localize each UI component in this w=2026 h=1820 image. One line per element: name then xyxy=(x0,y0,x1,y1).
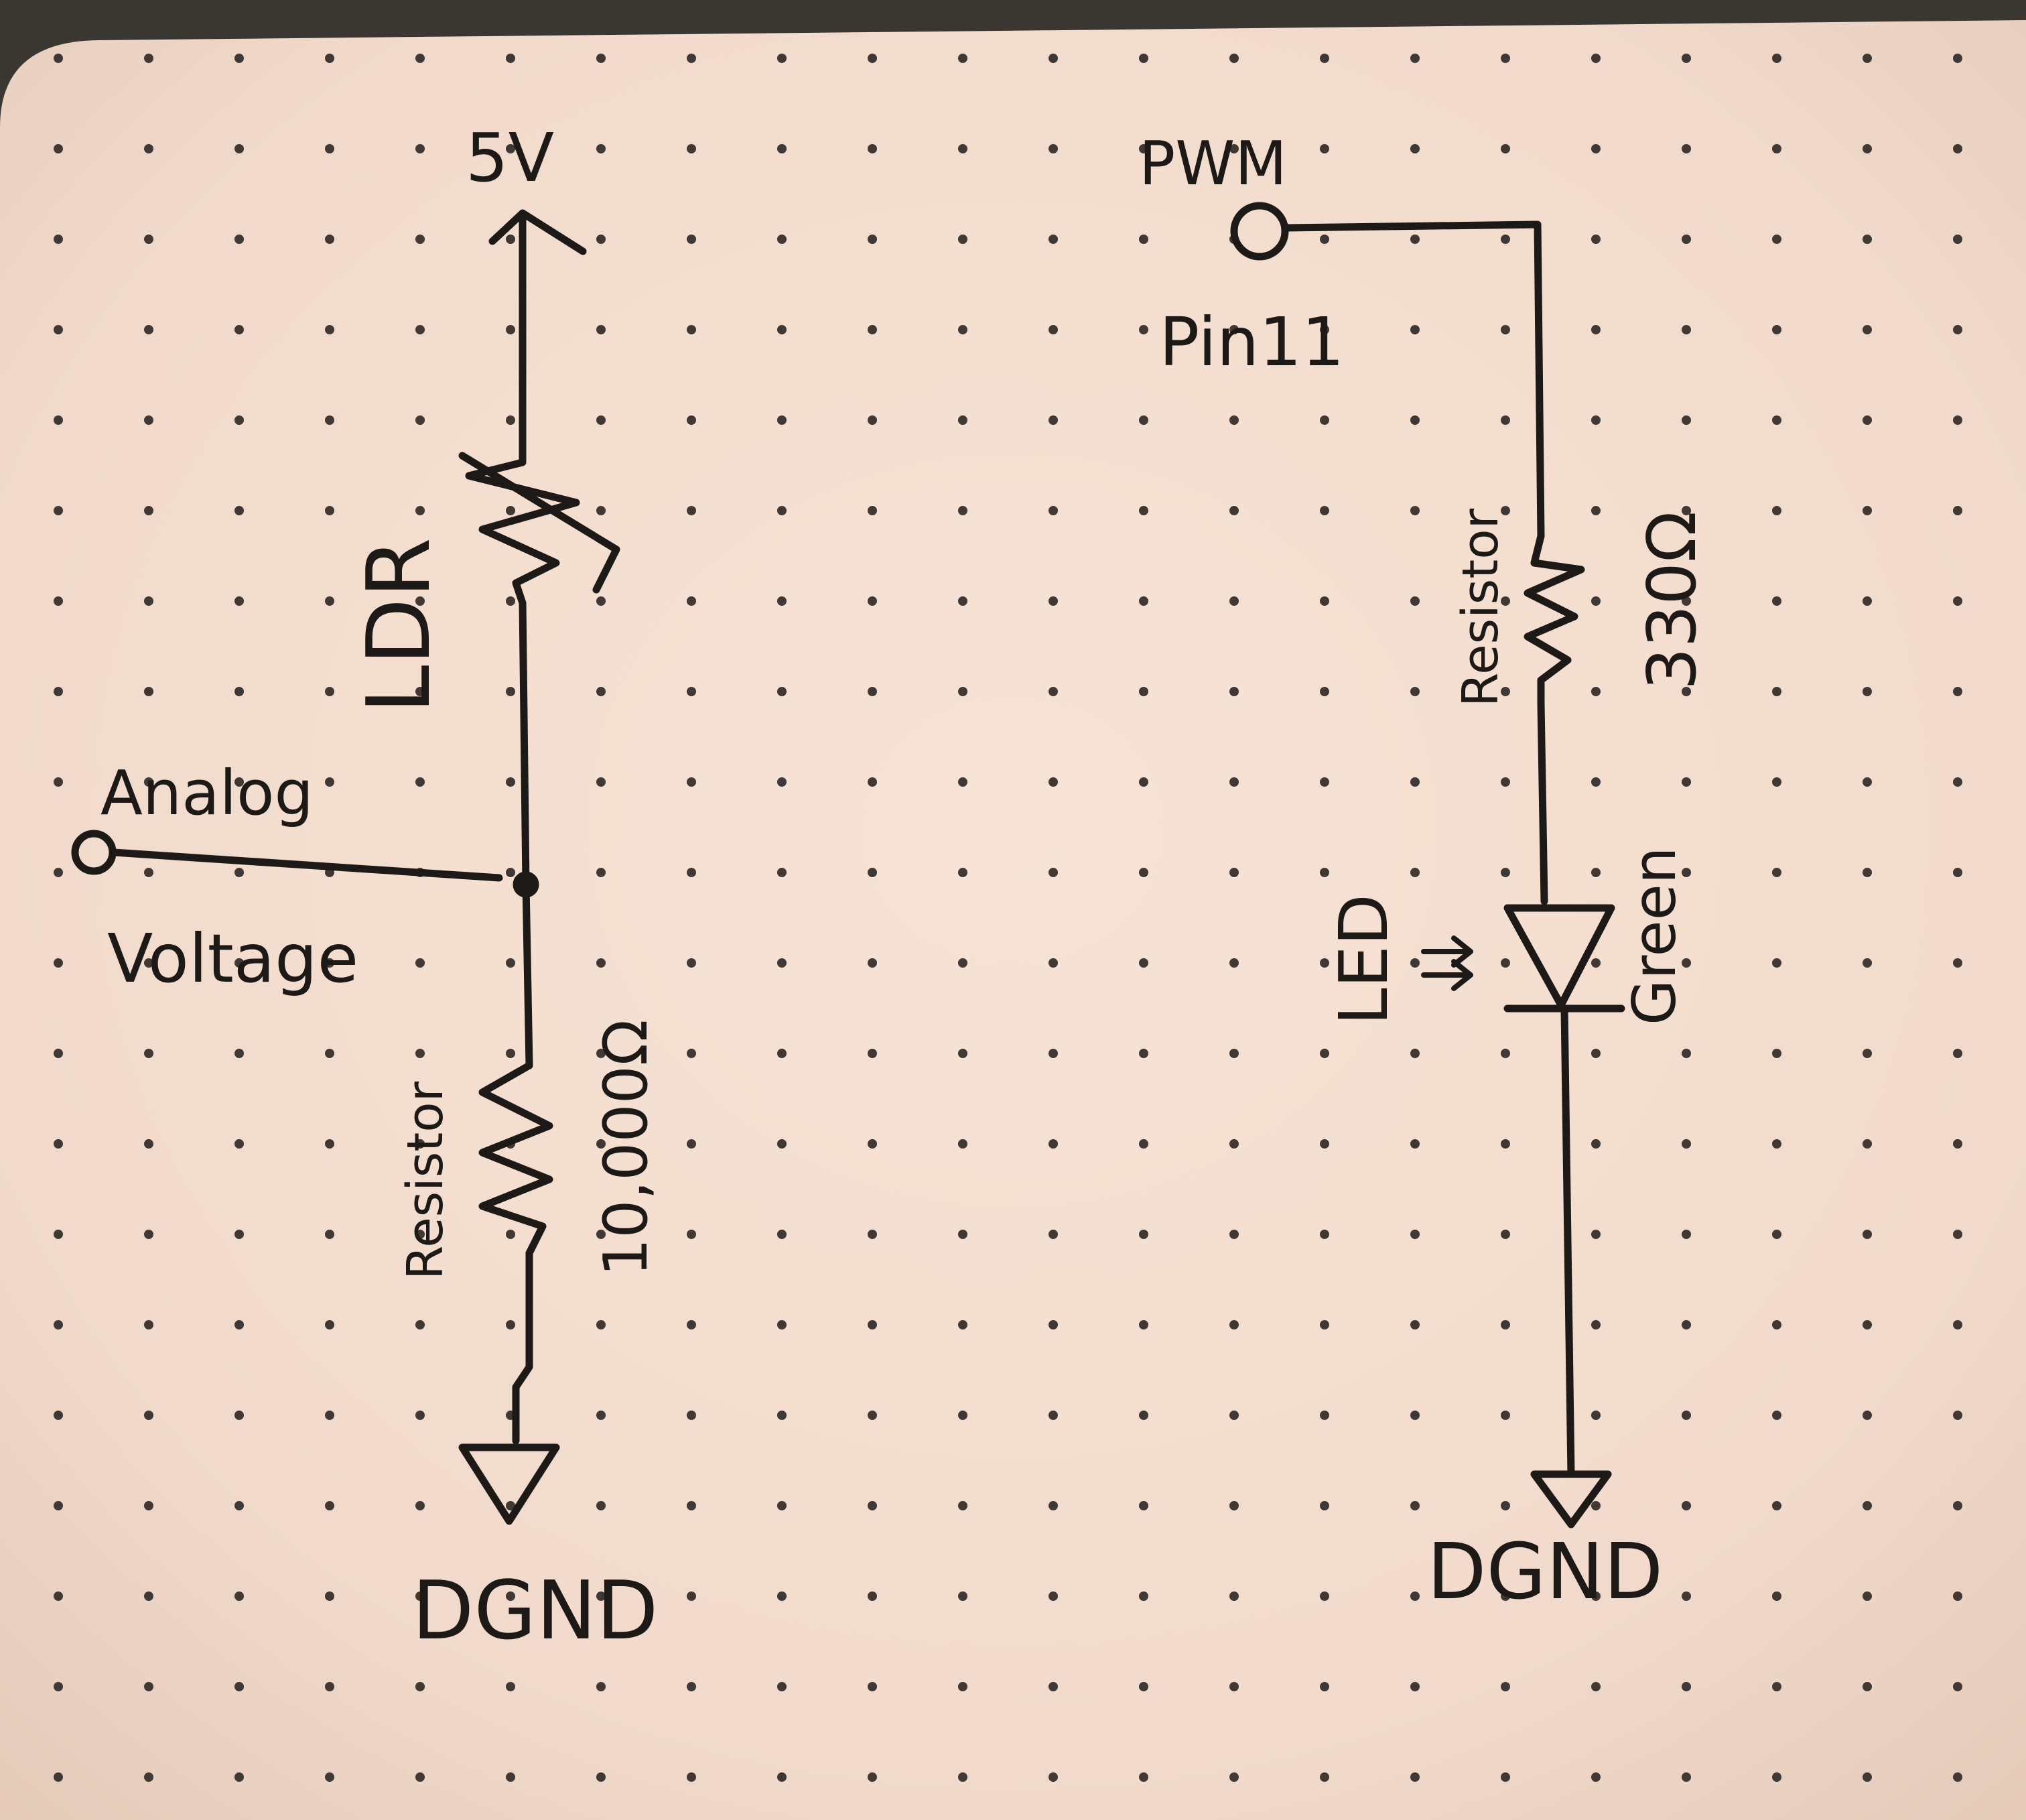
right-circuit xyxy=(1230,202,1625,1529)
ldr-label: LDR xyxy=(348,537,450,714)
right-wire-to-ground xyxy=(1560,1004,1575,1478)
left-resistor-label: Resistor xyxy=(397,1081,454,1280)
pwm-label: PWM xyxy=(1139,129,1287,199)
led-light-arrows-icon xyxy=(1421,935,1473,991)
right-resistor-icon xyxy=(1524,532,1585,708)
left-wire-to-resistor xyxy=(522,881,533,1069)
left-resistor-icon xyxy=(478,1061,553,1257)
voltage-label: Voltage xyxy=(107,919,358,998)
led-color-label: Green xyxy=(1620,847,1689,1026)
supply-arrow-icon xyxy=(488,209,587,339)
ldr-symbol-icon xyxy=(465,331,580,607)
right-resistor-value: 330Ω xyxy=(1633,511,1711,690)
left-resistor-value: 10,000Ω xyxy=(591,1019,661,1277)
junction-node-icon xyxy=(513,871,539,898)
right-resistor-label: Resistor xyxy=(1452,508,1509,707)
led-diode-icon xyxy=(1503,904,1615,1009)
right-ground-label: DGND xyxy=(1427,1527,1663,1617)
right-wire-to-led xyxy=(1537,700,1548,905)
ldr-light-arrow-icon xyxy=(458,452,620,594)
left-ground-icon xyxy=(458,1443,560,1525)
left-circuit xyxy=(71,209,620,1525)
analog-wire xyxy=(110,848,503,882)
left-supply-label: 5V xyxy=(466,119,554,197)
analog-label: Analog xyxy=(100,757,314,829)
pwm-wire xyxy=(1282,220,1545,540)
right-ground-icon xyxy=(1530,1470,1612,1529)
led-label: LED xyxy=(1325,894,1403,1025)
pin-label: Pin11 xyxy=(1159,303,1345,381)
left-wire-to-ground xyxy=(512,1249,533,1445)
left-ground-label: DGND xyxy=(412,1565,659,1658)
left-wire-to-node xyxy=(519,599,530,889)
